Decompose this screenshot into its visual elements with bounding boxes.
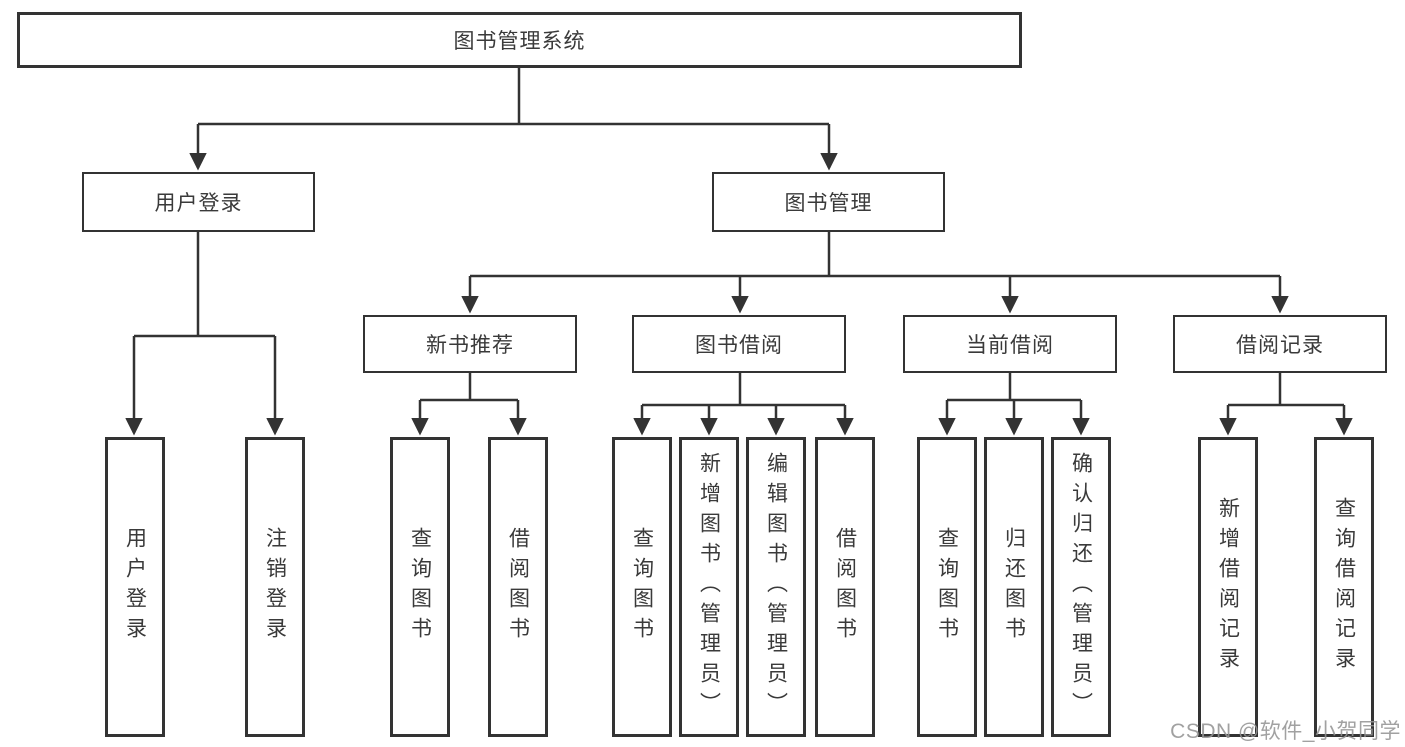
- node-leaf-confirm-return-admin: 确认归还（管理员）: [1051, 437, 1111, 737]
- node-branch-book-management: 图书管理: [712, 172, 945, 232]
- node-category-new-book-recommendation: 新书推荐: [363, 315, 577, 373]
- node-label: 查询借阅记录: [1332, 497, 1356, 677]
- node-leaf-add-borrow-record: 新增借阅记录: [1198, 437, 1258, 737]
- node-category-borrowing-records: 借阅记录: [1173, 315, 1387, 373]
- node-leaf-borrow-books: 借阅图书: [815, 437, 875, 737]
- node-label: 用户登录: [154, 192, 243, 215]
- node-leaf-query-books-borrow: 查询图书: [612, 437, 672, 737]
- node-label: 用户登录: [123, 527, 147, 647]
- node-label: 编辑图书（管理员）: [764, 452, 788, 722]
- node-label: 新书推荐: [426, 334, 514, 357]
- node-branch-user-login: 用户登录: [82, 172, 315, 232]
- node-category-current-borrowing: 当前借阅: [903, 315, 1117, 373]
- node-leaf-edit-books-admin: 编辑图书（管理员）: [746, 437, 806, 737]
- node-label: 图书管理系统: [453, 30, 586, 53]
- node-label: 查询图书: [630, 527, 654, 647]
- node-leaf-query-books-current: 查询图书: [917, 437, 977, 737]
- node-label: 图书借阅: [695, 334, 783, 357]
- node-label: 借阅记录: [1236, 334, 1324, 357]
- node-leaf-query-books-recommend: 查询图书: [390, 437, 450, 737]
- node-label: 借阅图书: [833, 527, 857, 647]
- node-label: 新增图书（管理员）: [697, 452, 721, 722]
- node-leaf-add-books-admin: 新增图书（管理员）: [679, 437, 739, 737]
- node-label: 新增借阅记录: [1216, 497, 1240, 677]
- node-root-system: 图书管理系统: [17, 12, 1022, 68]
- csdn-watermark: CSDN @软件_小贺同学: [1170, 720, 1401, 743]
- node-leaf-user-login: 用户登录: [105, 437, 165, 737]
- node-label: 借阅图书: [506, 527, 530, 647]
- node-label: 查询图书: [935, 527, 959, 647]
- node-leaf-logout: 注销登录: [245, 437, 305, 737]
- node-label: 图书管理: [784, 192, 873, 215]
- node-label: 确认归还（管理员）: [1069, 452, 1093, 722]
- node-label: 当前借阅: [966, 334, 1054, 357]
- node-leaf-query-borrow-record: 查询借阅记录: [1314, 437, 1374, 737]
- node-label: 查询图书: [408, 527, 432, 647]
- node-leaf-return-books: 归还图书: [984, 437, 1044, 737]
- node-category-book-borrowing: 图书借阅: [632, 315, 846, 373]
- node-label: 注销登录: [263, 527, 287, 647]
- node-leaf-borrow-books-recommend: 借阅图书: [488, 437, 548, 737]
- node-label: 归还图书: [1002, 527, 1026, 647]
